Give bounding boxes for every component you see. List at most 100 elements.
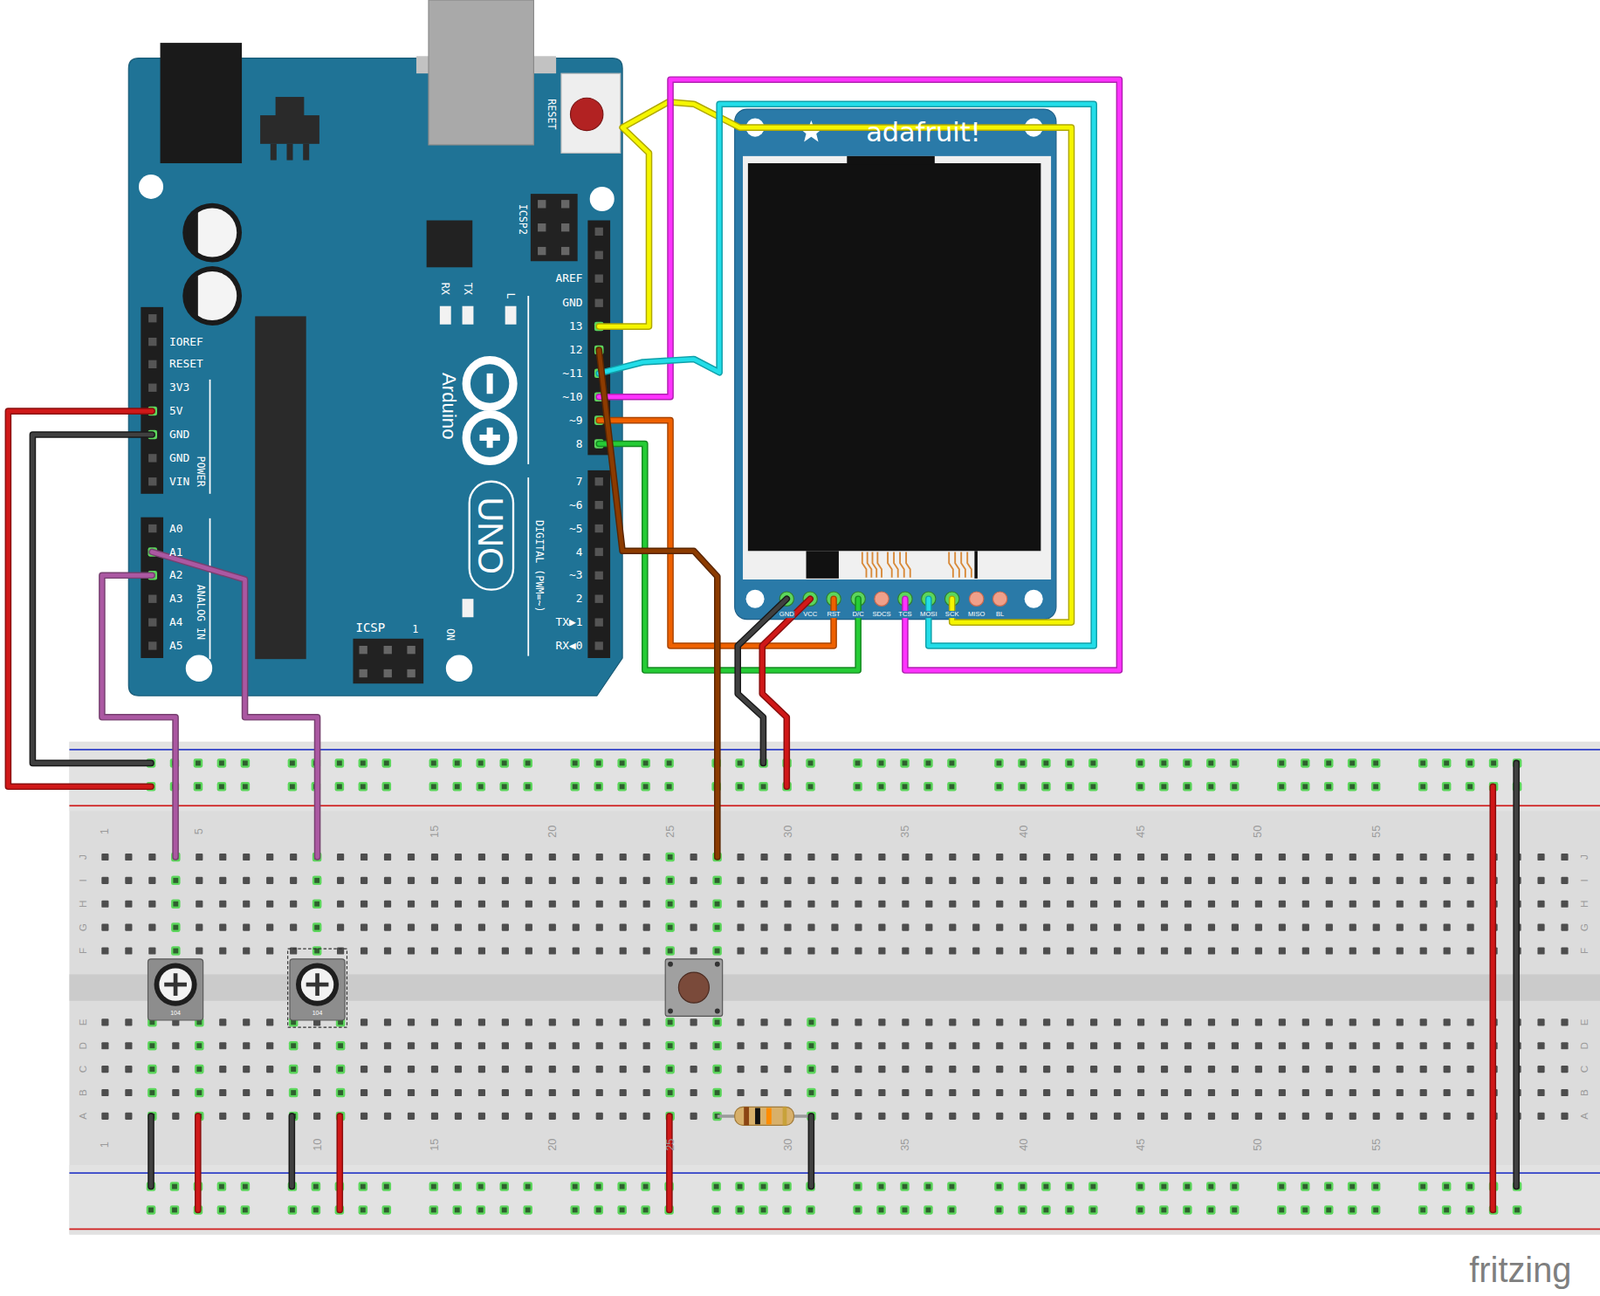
header-pin xyxy=(595,548,604,557)
led xyxy=(439,306,452,325)
hole xyxy=(784,1208,790,1214)
hole xyxy=(1420,1208,1426,1214)
hole xyxy=(783,1018,791,1026)
hole xyxy=(1066,1065,1074,1073)
hole-connected xyxy=(758,1181,769,1192)
hole xyxy=(478,1018,486,1026)
hole-connected xyxy=(665,876,675,886)
hole xyxy=(972,1089,980,1097)
wire xyxy=(7,411,152,787)
hole-connected xyxy=(665,1088,675,1099)
hole-connected xyxy=(593,1205,604,1216)
pin-label: 2 xyxy=(576,593,584,605)
hole xyxy=(901,1042,909,1050)
hole xyxy=(667,854,673,860)
hole xyxy=(1184,924,1192,932)
pin-label: VIN xyxy=(169,475,190,488)
hole xyxy=(1443,1184,1449,1190)
hole xyxy=(148,1208,154,1214)
hole xyxy=(266,924,274,932)
hole xyxy=(1560,947,1568,955)
hole xyxy=(1349,1018,1357,1026)
hole-connected xyxy=(994,758,1004,769)
hole xyxy=(501,1065,509,1073)
hole-connected xyxy=(1465,782,1476,792)
hole xyxy=(525,1112,533,1120)
wire xyxy=(667,1116,673,1211)
hole xyxy=(783,1089,791,1097)
hole xyxy=(219,947,227,955)
hole xyxy=(407,1042,415,1050)
hole xyxy=(1160,1089,1168,1097)
power-rail xyxy=(68,1165,1600,1235)
hole xyxy=(360,1112,368,1120)
rail-line-red xyxy=(68,1228,1600,1230)
hole xyxy=(761,783,767,790)
hole xyxy=(1090,924,1098,932)
hole xyxy=(1137,1065,1145,1073)
hole xyxy=(337,1066,344,1072)
hole-connected xyxy=(1135,1205,1146,1216)
hole xyxy=(1090,1065,1098,1073)
hole xyxy=(996,783,1003,790)
hole xyxy=(1043,1184,1049,1190)
led xyxy=(462,306,474,325)
hole xyxy=(854,947,862,955)
hole-connected xyxy=(382,1181,392,1192)
hole xyxy=(1019,900,1027,908)
icsp-header xyxy=(352,638,424,684)
hole xyxy=(972,853,980,861)
hole xyxy=(925,1089,933,1097)
rail-line-red xyxy=(68,804,1600,807)
header-pin xyxy=(595,571,604,580)
hole-connected xyxy=(1041,758,1051,769)
hole xyxy=(1467,924,1475,932)
hole-connected xyxy=(994,782,1004,792)
hole xyxy=(901,900,909,908)
row-letter: J xyxy=(78,854,90,860)
hole-connected xyxy=(1088,782,1099,792)
hole-connected xyxy=(876,1205,886,1216)
hole-connected xyxy=(217,782,227,792)
hole xyxy=(736,1065,744,1073)
hole xyxy=(478,1089,486,1097)
hole xyxy=(572,1208,578,1214)
hole xyxy=(501,1089,509,1097)
hole xyxy=(1137,1018,1145,1026)
hole-connected xyxy=(899,758,910,769)
hole xyxy=(431,1184,437,1190)
row-letter: E xyxy=(78,1018,90,1026)
hole xyxy=(596,1042,604,1050)
hole xyxy=(596,924,604,932)
silkscreen-line xyxy=(527,477,529,657)
wire-outline xyxy=(194,1116,202,1211)
hole xyxy=(360,1089,368,1097)
hole xyxy=(1373,1089,1381,1097)
hole xyxy=(643,924,651,932)
header-pin xyxy=(561,199,570,208)
led-label: TX xyxy=(462,282,474,296)
hole-connected xyxy=(171,876,181,886)
hole xyxy=(1184,1089,1192,1097)
hole-connected xyxy=(522,1205,533,1216)
hole-connected xyxy=(947,1181,957,1192)
hole xyxy=(172,901,179,907)
hole xyxy=(596,1184,602,1190)
hole xyxy=(101,1042,109,1050)
hole xyxy=(1373,924,1381,932)
analog-header xyxy=(140,517,164,659)
hole xyxy=(384,924,392,932)
hole xyxy=(1420,1065,1428,1073)
hole xyxy=(1137,1208,1143,1214)
hole xyxy=(525,877,533,885)
hole xyxy=(784,1184,790,1190)
hole-connected xyxy=(358,758,369,769)
hole xyxy=(148,900,156,908)
flex-trace xyxy=(877,551,882,577)
hole-connected xyxy=(569,1205,580,1216)
hole xyxy=(454,1089,462,1097)
hole xyxy=(1278,877,1286,885)
hole-connected xyxy=(1489,758,1499,769)
hole xyxy=(1537,1042,1545,1050)
hole xyxy=(1325,853,1333,861)
